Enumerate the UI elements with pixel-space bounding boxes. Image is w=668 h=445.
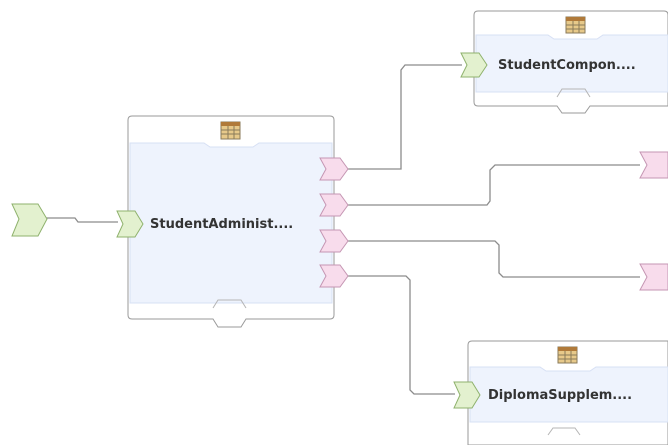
wire-external-to-admin xyxy=(46,217,118,223)
input-port[interactable] xyxy=(116,210,144,238)
component-body xyxy=(469,366,668,423)
wire-admin-to-right-top xyxy=(346,164,640,206)
input-port[interactable] xyxy=(460,52,488,78)
wires xyxy=(46,64,640,395)
table-icon xyxy=(220,121,241,140)
right-target-port-top[interactable] xyxy=(639,151,668,179)
component-diploma-supplem[interactable]: DiplomaSupplem.... xyxy=(453,340,668,445)
component-label: DiplomaSupplem.... xyxy=(488,388,632,403)
wire-admin-to-right-bottom xyxy=(346,240,640,278)
component-bottom-tab xyxy=(547,427,581,436)
table-icon xyxy=(565,16,586,34)
right-target-port-bottom[interactable] xyxy=(639,263,668,291)
component-bottom-tab xyxy=(212,299,247,309)
output-port-1[interactable] xyxy=(319,157,349,181)
component-label: StudentAdminist.... xyxy=(150,217,293,232)
table-icon xyxy=(557,346,578,364)
wire-admin-to-studentcompon xyxy=(346,64,462,170)
component-student-admin[interactable]: StudentAdminist.... xyxy=(116,115,349,328)
output-port-4[interactable] xyxy=(319,264,349,288)
input-port[interactable] xyxy=(453,381,481,409)
component-student-compon[interactable]: StudentCompon.... xyxy=(460,10,668,114)
external-input-port[interactable] xyxy=(11,203,48,237)
wire-admin-to-diploma xyxy=(346,275,455,395)
output-port-2[interactable] xyxy=(319,193,349,217)
component-label: StudentCompon.... xyxy=(498,58,636,73)
output-port-3[interactable] xyxy=(319,229,349,253)
component-bottom-tab xyxy=(556,88,591,98)
component-body xyxy=(475,34,668,93)
component-body xyxy=(129,142,333,304)
